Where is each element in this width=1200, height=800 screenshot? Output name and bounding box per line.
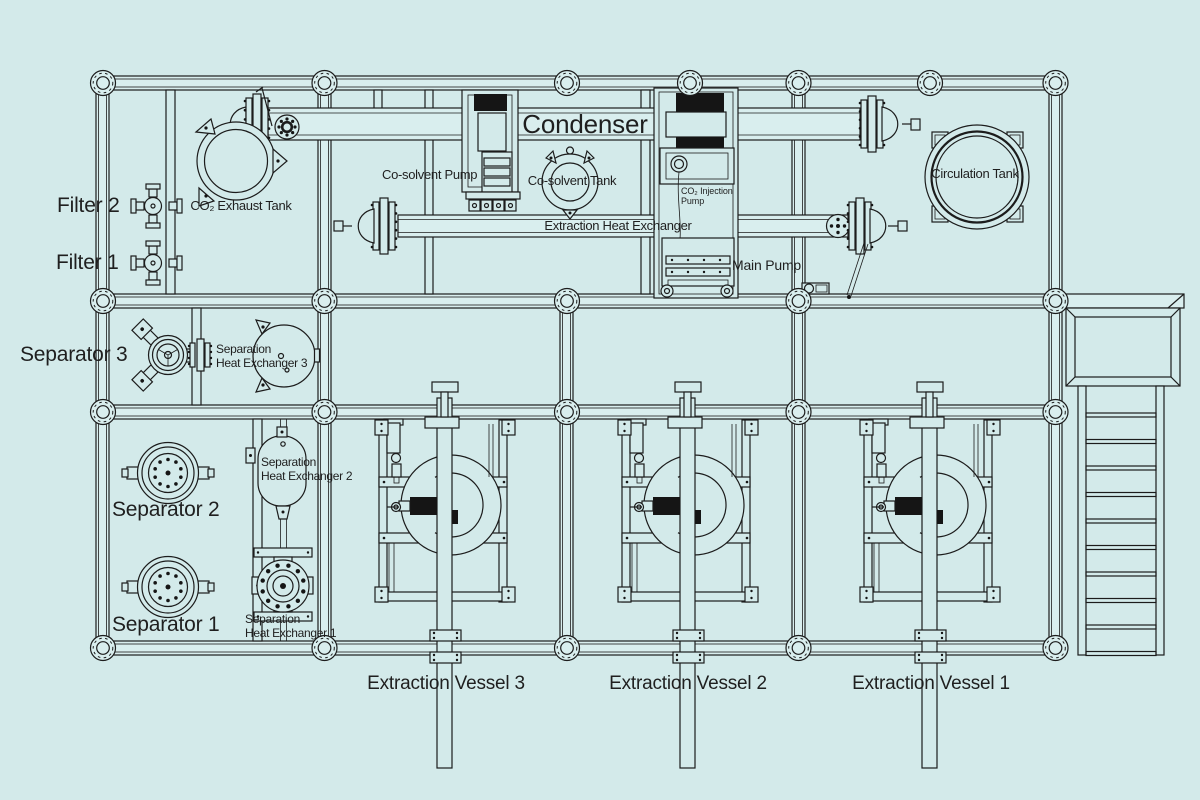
co-solvent-pump-symbol xyxy=(461,89,521,212)
extraction-vessel-module xyxy=(617,381,759,769)
separation-hx-1-symbol xyxy=(251,547,314,622)
condenser-assembly xyxy=(229,86,921,155)
label-co2-exhaust-tank: CO₂ Exhaust Tank xyxy=(190,198,292,213)
co2-exhaust-tank-symbol xyxy=(194,117,288,207)
separator-3-symbol xyxy=(131,318,213,392)
label-filter-1: Filter 1 xyxy=(56,251,119,274)
label-extraction-vessel-1: Extraction Vessel 1 xyxy=(852,673,1010,694)
filter-symbol xyxy=(130,240,183,286)
circulation-tank-symbol xyxy=(924,124,1030,230)
separator-symbol xyxy=(121,555,215,619)
duct-flange xyxy=(274,114,300,140)
filter-symbol xyxy=(130,183,183,229)
label-main-pump: Main Pump xyxy=(732,257,802,273)
separation-hx-3-symbol xyxy=(252,319,321,393)
label-extraction-heat-exchanger: Extraction Heat Exchanger xyxy=(544,218,692,233)
label-separation-hx-3: Separation Heat Exchanger 3 xyxy=(216,342,308,370)
label-separation-hx-1: Separation Heat Exchanger 1 xyxy=(245,612,337,640)
platform-ladder xyxy=(1061,293,1185,657)
label-separator-1: Separator 1 xyxy=(112,613,220,636)
label-separator-2: Separator 2 xyxy=(112,498,220,521)
label-filter-2: Filter 2 xyxy=(57,194,120,217)
label-co-solvent-pump: Co-solvent Pump xyxy=(382,167,478,182)
label-condenser: Condenser xyxy=(522,109,648,139)
label-extraction-vessel-3: Extraction Vessel 3 xyxy=(367,673,525,694)
label-circulation-tank: Circulation Tank xyxy=(931,166,1019,181)
separation-hx-2-symbol xyxy=(245,426,307,520)
frame-joints xyxy=(89,69,1069,662)
label-co2-injection-pump: CO₂ Injection Pump xyxy=(681,186,733,207)
separator-symbol xyxy=(121,441,215,505)
label-separator-3: Separator 3 xyxy=(20,343,128,366)
label-separation-hx-2: Separation Heat Exchanger 2 xyxy=(261,455,353,483)
label-extraction-vessel-2: Extraction Vessel 2 xyxy=(609,673,767,694)
label-co-solvent-tank: Co-solvent Tank xyxy=(527,173,617,188)
main-pump-assembly xyxy=(653,87,830,299)
co-solvent-tank-symbol xyxy=(541,146,599,220)
extraction-vessel-module xyxy=(859,381,1001,769)
extraction-vessel-module xyxy=(374,381,516,769)
